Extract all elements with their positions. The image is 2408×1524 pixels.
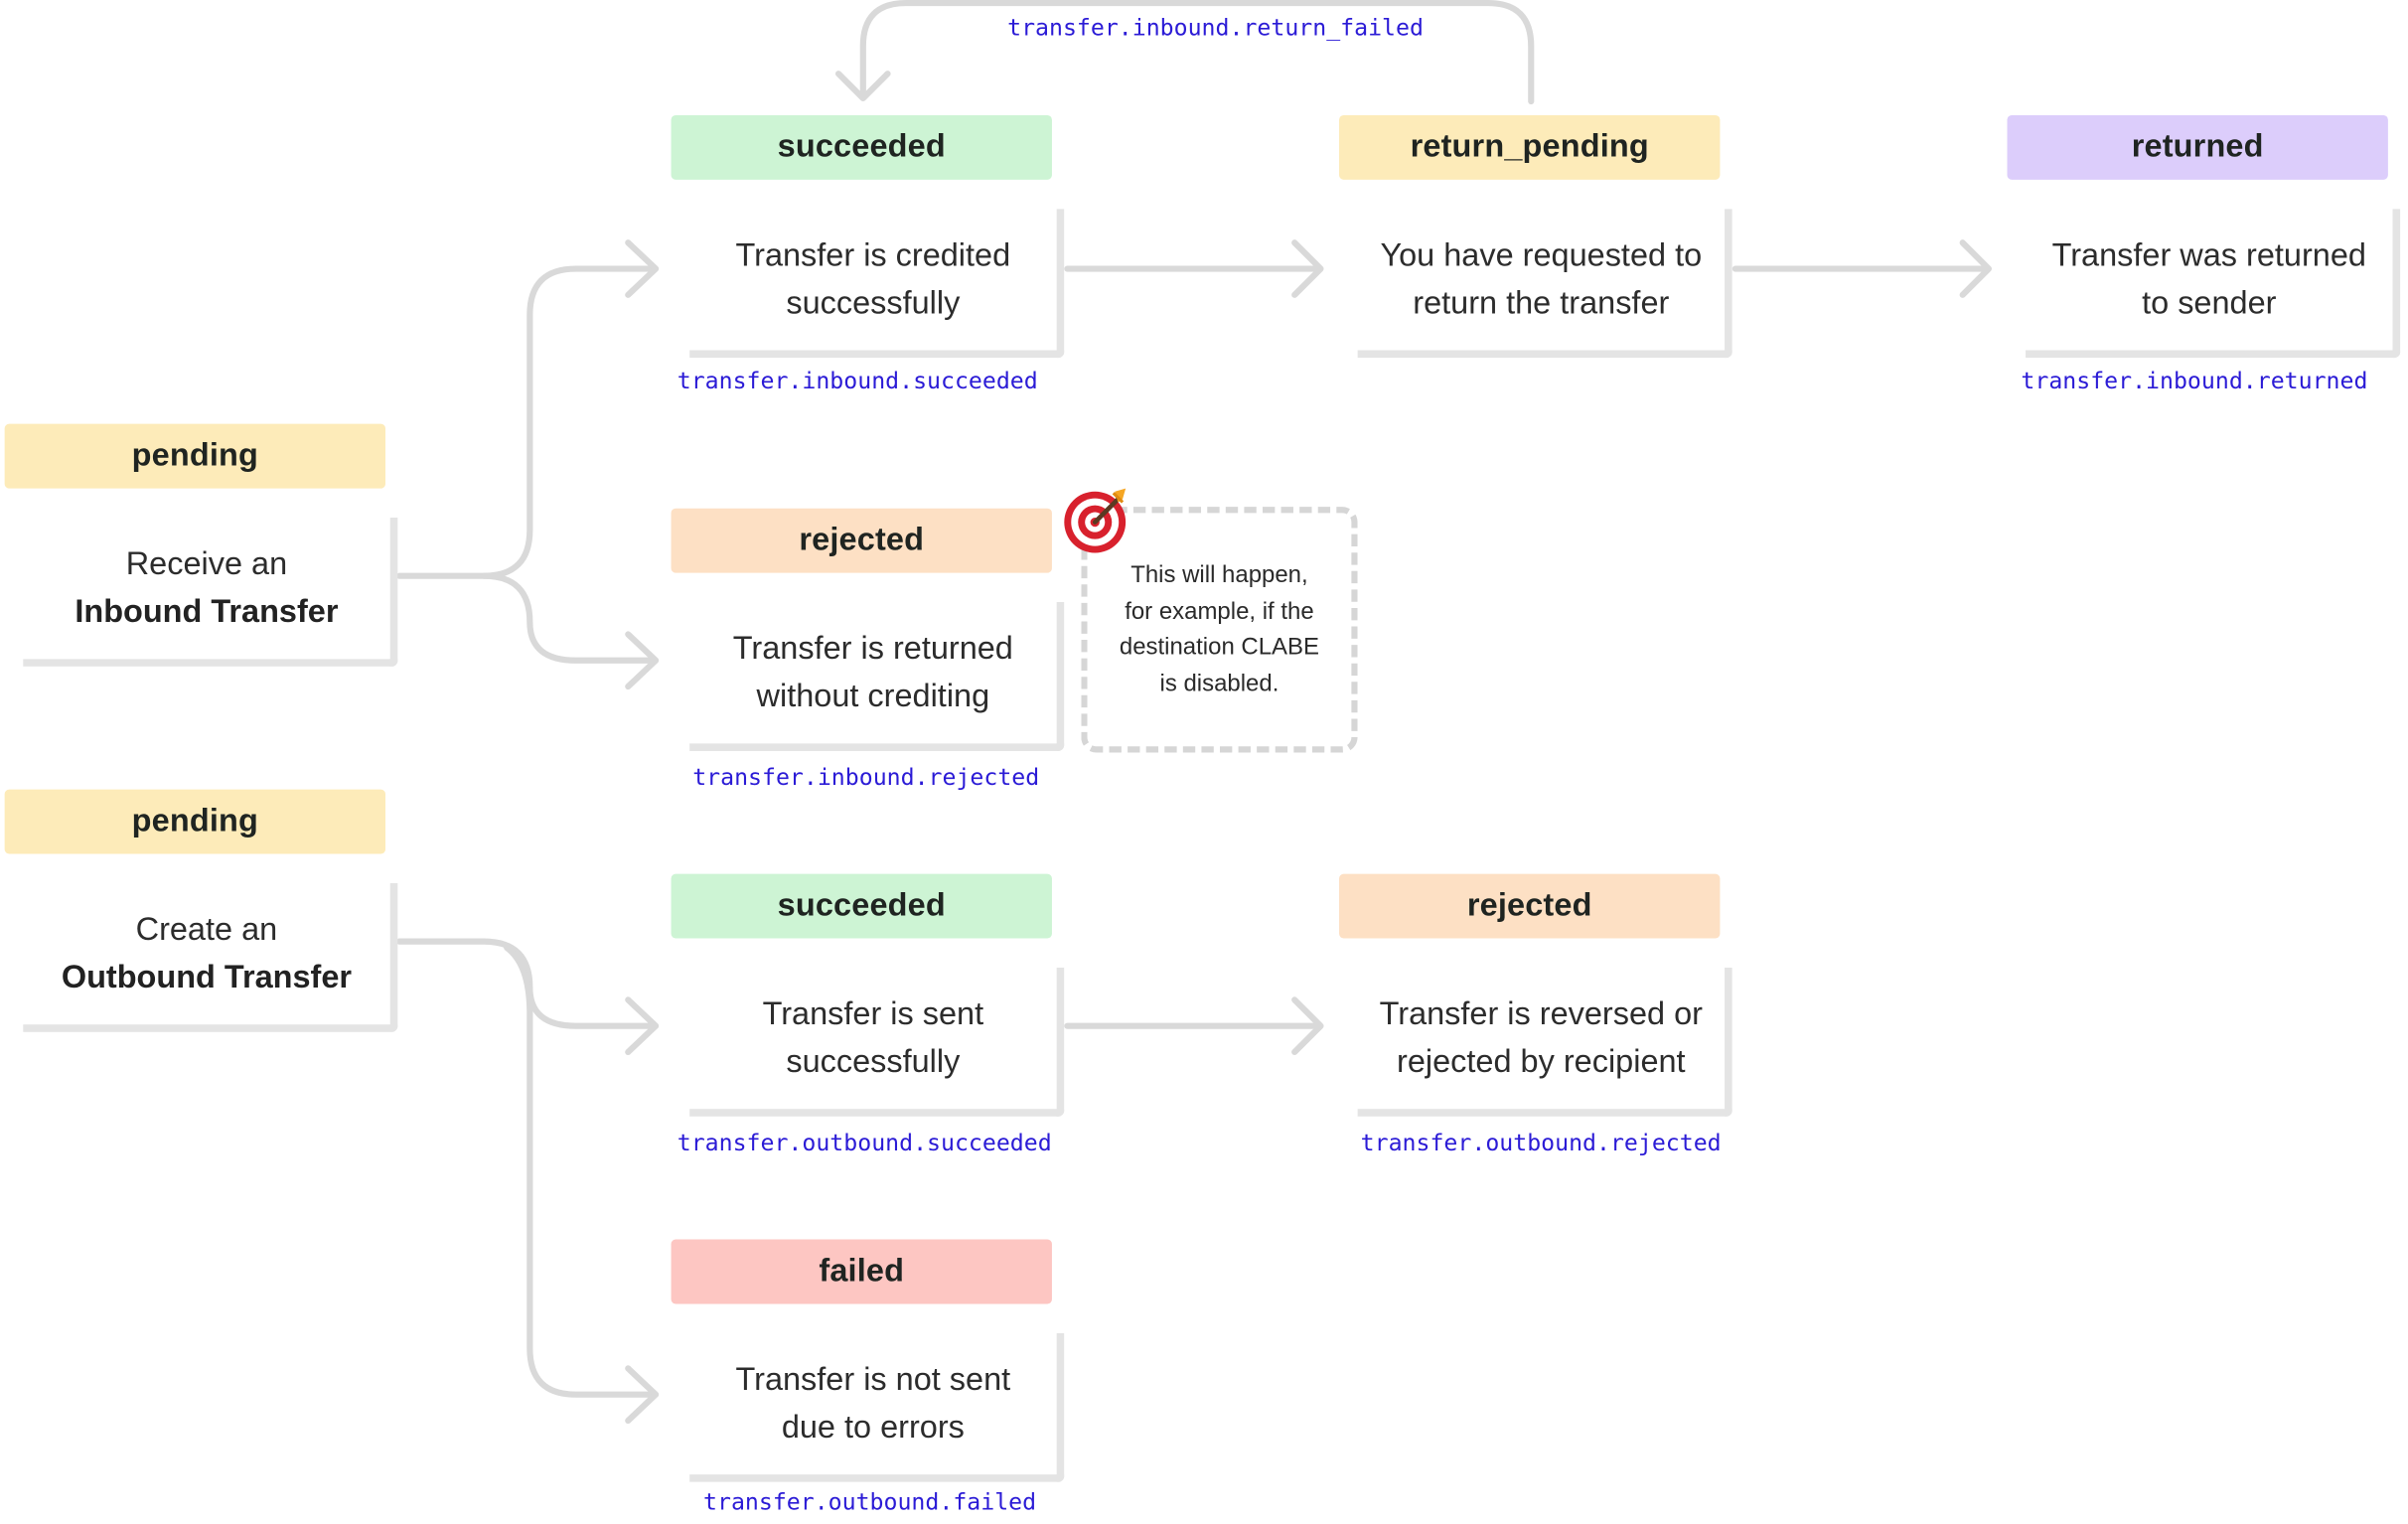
state-card: Receive an Inbound Transfer — [23, 517, 398, 667]
status-badge: pending — [4, 789, 386, 854]
state-card: Transfer is sent successfully — [689, 967, 1065, 1117]
connector-return-failed-loop — [859, 0, 1535, 105]
arrowhead-to-inbound-rejected — [625, 631, 660, 690]
status-badge: rejected — [1339, 873, 1721, 939]
arrowhead-to-outbound-succeeded — [625, 996, 660, 1056]
status-badge: failed — [671, 1239, 1052, 1304]
arrowhead-to-inbound-succeeded — [625, 239, 660, 298]
state-card: Transfer is returned without crediting — [689, 601, 1065, 751]
arrowhead-to-outbound-rejected — [1291, 996, 1324, 1056]
status-badge: succeeded — [671, 114, 1052, 180]
arrowhead-to-return-pending — [1291, 239, 1324, 298]
event-inbound-return-failed: transfer.inbound.return_failed — [1007, 13, 1424, 42]
card-text: rejected by recipient — [1397, 1044, 1686, 1080]
arrowhead-to-outbound-failed — [625, 1365, 660, 1425]
event-outbound-succeeded: transfer.outbound.succeeded — [677, 1129, 1052, 1157]
target-icon — [1064, 488, 1127, 553]
status-badge: returned — [2007, 114, 2388, 180]
note-text: for example, if the — [1125, 598, 1314, 625]
event-outbound-failed: transfer.outbound.failed — [703, 1487, 1037, 1516]
status-badge: return_pending — [1339, 114, 1721, 180]
card-text-strong: Outbound Transfer — [61, 960, 353, 995]
note-box: This will happen, for example, if the de… — [1081, 507, 1358, 753]
card-text: Transfer was returned — [2051, 237, 2366, 274]
card-text: Transfer is reversed or — [1379, 996, 1703, 1032]
card-text: You have requested to — [1380, 237, 1703, 274]
state-card: You have requested to return the transfe… — [1357, 209, 1732, 359]
event-inbound-returned: transfer.inbound.returned — [2021, 367, 2368, 395]
connector-outbound-pending-to-failed — [504, 944, 657, 1398]
status-badge: pending — [4, 423, 386, 489]
card-text: return the transfer — [1413, 285, 1670, 322]
card-text: Create an — [135, 912, 278, 948]
state-card: Transfer is not sent due to errors — [689, 1332, 1065, 1482]
status-badge: succeeded — [671, 873, 1052, 939]
event-outbound-rejected: transfer.outbound.rejected — [1360, 1129, 1722, 1157]
card-text: successfully — [786, 285, 961, 322]
state-card: Create an Outbound Transfer — [23, 882, 398, 1032]
connector-inbound-pending-branch — [395, 265, 657, 579]
card-text-strong: Inbound Transfer — [75, 594, 339, 630]
state-card: Transfer is reversed or rejected by reci… — [1357, 967, 1732, 1117]
card-text: successfully — [786, 1044, 961, 1080]
event-inbound-rejected: transfer.inbound.rejected — [692, 763, 1040, 792]
card-text: Transfer is returned — [732, 631, 1013, 667]
card-text: without crediting — [756, 679, 990, 714]
card-text: due to errors — [781, 1410, 965, 1446]
card-text: Transfer is not sent — [735, 1362, 1011, 1398]
event-inbound-succeeded: transfer.inbound.succeeded — [677, 367, 1038, 395]
card-text: Transfer is credited — [735, 237, 1011, 274]
card-text: Receive an — [125, 546, 288, 582]
card-text: Transfer is sent — [762, 996, 984, 1032]
note-text: destination CLABE — [1119, 634, 1320, 661]
status-badge: rejected — [671, 508, 1052, 573]
state-card: Transfer was returned to sender — [2026, 209, 2401, 359]
arrowhead-to-returned — [1959, 239, 1993, 298]
connector-inbound-pending-to-rejected — [480, 572, 657, 664]
arrowhead-return-failed — [834, 71, 891, 102]
note-text: This will happen, — [1130, 561, 1308, 589]
note-text: is disabled. — [1159, 670, 1279, 697]
state-card: Transfer is credited successfully — [689, 209, 1065, 359]
card-text: to sender — [2142, 285, 2277, 322]
